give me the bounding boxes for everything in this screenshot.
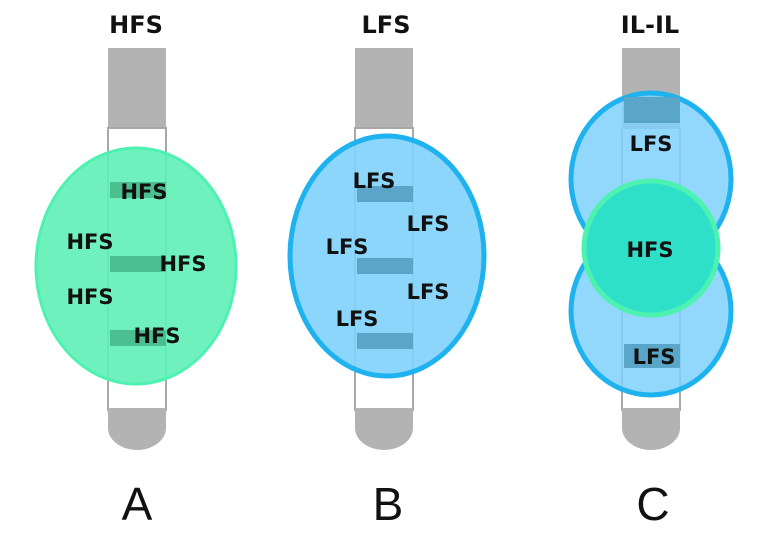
panel-a-title: HFS <box>109 11 163 39</box>
hfs-label: HFS <box>120 180 167 204</box>
hfs-label: HFS <box>66 285 113 309</box>
lfs-band <box>624 97 680 123</box>
lfs-band <box>624 344 680 368</box>
lfs-label: LFS <box>353 169 396 193</box>
tube-bottom-cap <box>622 408 680 450</box>
panel-c: IL-IL LFS HFS LFS C <box>568 11 734 530</box>
lfs-label: LFS <box>630 132 673 156</box>
tube-top-cap <box>355 48 413 132</box>
lfs-region <box>287 133 487 379</box>
lfs-band <box>357 186 413 202</box>
panel-b-title: LFS <box>362 11 411 39</box>
lfs-label: LFS <box>407 212 450 236</box>
lfs-band <box>357 258 413 274</box>
tube-bottom-cap <box>108 408 166 450</box>
lfs-label: LFS <box>633 345 676 369</box>
tube-bottom-cap <box>355 408 413 450</box>
hfs-region <box>581 178 721 318</box>
hfs-label: HFS <box>66 230 113 254</box>
hfs-band <box>110 330 166 346</box>
panel-a: HFS HFS HFS HFS HFS HFS A <box>34 11 238 530</box>
hfs-label: HFS <box>159 252 206 276</box>
panel-b-letter: B <box>373 478 404 530</box>
panel-c-letter: C <box>636 478 669 530</box>
hfs-label: HFS <box>133 324 180 348</box>
panel-a-letter: A <box>122 478 153 530</box>
lfs-label: LFS <box>407 280 450 304</box>
panel-b: LFS LFS LFS LFS LFS LFS B <box>287 11 487 530</box>
hfs-label: HFS <box>626 238 673 262</box>
panel-c-title: IL-IL <box>621 11 679 39</box>
hfs-band <box>110 256 166 272</box>
tube-top-cap <box>108 48 166 132</box>
hfs-band <box>110 182 166 198</box>
lfs-label: LFS <box>326 235 369 259</box>
lfs-band <box>357 333 413 349</box>
lfs-label: LFS <box>336 307 379 331</box>
